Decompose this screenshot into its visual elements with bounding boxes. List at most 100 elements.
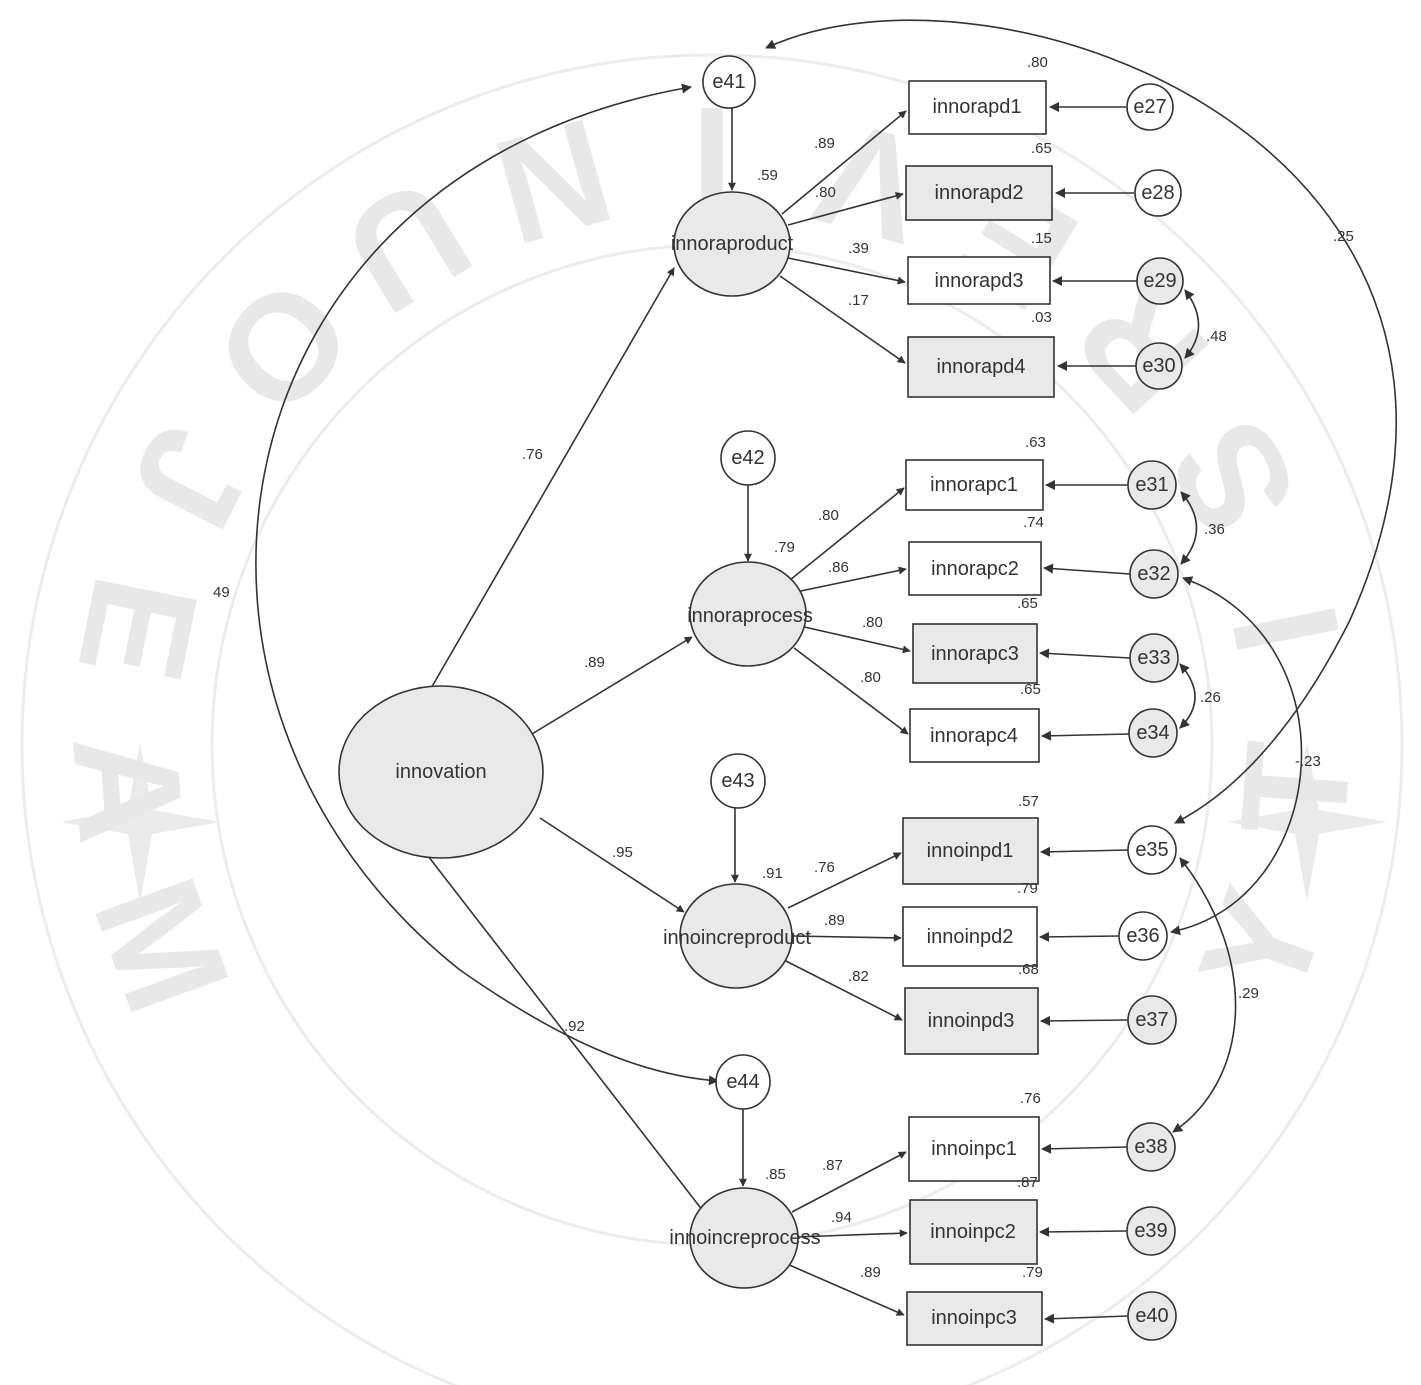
label-innorapd3: innorapd3 [935, 270, 1024, 292]
path-e35 [1040, 846, 1129, 857]
path-innoincreproduct-innoinpd2 [791, 933, 902, 942]
r2-innorapd3: .15 [1031, 230, 1052, 247]
disturbance-e41 [702, 55, 756, 109]
label-e33: e33 [1137, 647, 1170, 669]
label-e39: e39 [1134, 1220, 1167, 1242]
coef-structural-innoincreproduct: .95 [612, 844, 633, 861]
r2-innorapc4: .65 [1020, 681, 1041, 698]
error-e29 [1136, 257, 1184, 305]
path-innovation-innoraprocess [526, 636, 693, 738]
loading-innorapc2: .86 [828, 559, 849, 576]
coef-structural-innoraprocess: .89 [584, 654, 605, 671]
indicator-innorapc4 [909, 708, 1040, 763]
error-e28 [1134, 169, 1182, 217]
path-innovation-innoraproduct [429, 267, 675, 691]
label-innoraprocess: innoraprocess [687, 605, 813, 627]
error-e39 [1126, 1206, 1176, 1256]
path-e34 [1041, 730, 1130, 741]
path-innoraprocess-innorapc3 [799, 625, 911, 654]
watermark-letter: T [1208, 737, 1382, 841]
error-e31 [1127, 460, 1177, 510]
cov-e33-e34 [1179, 663, 1196, 729]
indicator-innoinpc1 [908, 1116, 1040, 1182]
r2-innoinpc2: .87 [1017, 1174, 1038, 1191]
loading-innoinpc1: .87 [822, 1157, 843, 1174]
cov-label-e33-e34: .26 [1200, 689, 1221, 706]
label-e28: e28 [1141, 182, 1174, 204]
indicator-innoinpd1 [902, 817, 1039, 885]
error-e30 [1135, 342, 1183, 390]
cov-label-e31-e32: .36 [1204, 521, 1225, 538]
loading-innorapd3: .39 [848, 240, 869, 257]
indicator-innorapc1 [905, 459, 1044, 511]
label-e40: e40 [1135, 1305, 1168, 1327]
label-e29: e29 [1143, 270, 1176, 292]
path-innoincreproduct-innoinpd1 [787, 852, 902, 909]
indicator-innoinpd2 [902, 906, 1038, 967]
label-innoinpc1: innoinpc1 [931, 1138, 1017, 1160]
coef-structural-innoincreprocess: .92 [564, 1018, 585, 1035]
label-innoinpc3: innoinpc3 [931, 1307, 1017, 1329]
r2-innoinpc1: .76 [1020, 1090, 1041, 1107]
label-e32: e32 [1137, 563, 1170, 585]
path-e37 [1040, 1015, 1129, 1026]
r2-innoinpd2: .79 [1017, 880, 1038, 897]
path-innovation-innoincreproduct [539, 817, 685, 913]
r2-innorapc1: .63 [1025, 434, 1046, 451]
loading-innoinpc3: .89 [860, 1264, 881, 1281]
cov-label-e41-e35: .25 [1333, 228, 1354, 245]
indicator-innorapd4 [907, 336, 1055, 398]
label-innovation: innovation [395, 761, 486, 783]
disturbance-e42 [720, 430, 776, 486]
indicator-innoinpd3 [904, 987, 1039, 1055]
loading-innorapd1: .89 [814, 135, 835, 152]
r2-innoincreproduct: .91 [762, 865, 783, 882]
path-e38 [1041, 1143, 1128, 1154]
label-innorapc3: innorapc3 [931, 643, 1019, 665]
r2-innoraproduct: .59 [757, 167, 778, 184]
indicator-innorapd1 [908, 80, 1047, 135]
error-e33 [1129, 633, 1179, 683]
disturbance-e44 [715, 1054, 771, 1110]
latent-innoincreproduct [679, 883, 793, 989]
indicator-innorapd2 [905, 165, 1053, 221]
r2-innorapc3: .65 [1017, 595, 1038, 612]
path-innoraprocess-innorapc2 [795, 566, 907, 593]
indicator-innorapd3 [907, 256, 1051, 305]
latent-innovation [338, 685, 544, 859]
label-e27: e27 [1133, 96, 1166, 118]
label-innorapc4: innorapc4 [930, 725, 1018, 747]
indicator-innoinpc2 [909, 1199, 1038, 1265]
label-e42: e42 [731, 447, 764, 469]
label-innoincreprocess: innoincreprocess [669, 1227, 820, 1249]
latent-innoraprocess [689, 561, 807, 667]
cov-e29-e30 [1184, 289, 1200, 359]
label-innoinpc2: innoinpc2 [930, 1221, 1016, 1243]
r2-innorapd4: .03 [1031, 309, 1052, 326]
loading-innorapc1: .80 [818, 507, 839, 524]
path-e36 [1039, 931, 1120, 942]
path-innoincreprocess-innoinpc2 [795, 1229, 908, 1238]
label-innorapd1: innorapd1 [933, 96, 1022, 118]
cov-label-e41-e44: 49 [213, 584, 230, 601]
error-e36 [1118, 911, 1168, 961]
loading-innorapc4: .80 [860, 669, 881, 686]
label-e35: e35 [1135, 839, 1168, 861]
label-e30: e30 [1142, 355, 1175, 377]
label-e31: e31 [1135, 474, 1168, 496]
cov-e41-e44 [255, 83, 719, 1086]
label-innorapd4: innorapd4 [937, 356, 1026, 378]
label-innoinpd1: innoinpd1 [927, 840, 1014, 862]
cov-e35-e38 [1172, 857, 1237, 1133]
error-e27 [1126, 83, 1174, 131]
error-e40 [1127, 1291, 1177, 1341]
path-innoincreproduct-innoinpd3 [783, 959, 903, 1021]
loading-innoinpd1: .76 [814, 859, 835, 876]
path-e33 [1039, 648, 1131, 659]
cov-label-e29-e30: .48 [1206, 328, 1227, 345]
path-e32 [1043, 563, 1131, 575]
label-e38: e38 [1134, 1136, 1167, 1158]
label-innoincreproduct: innoincreproduct [663, 927, 811, 949]
